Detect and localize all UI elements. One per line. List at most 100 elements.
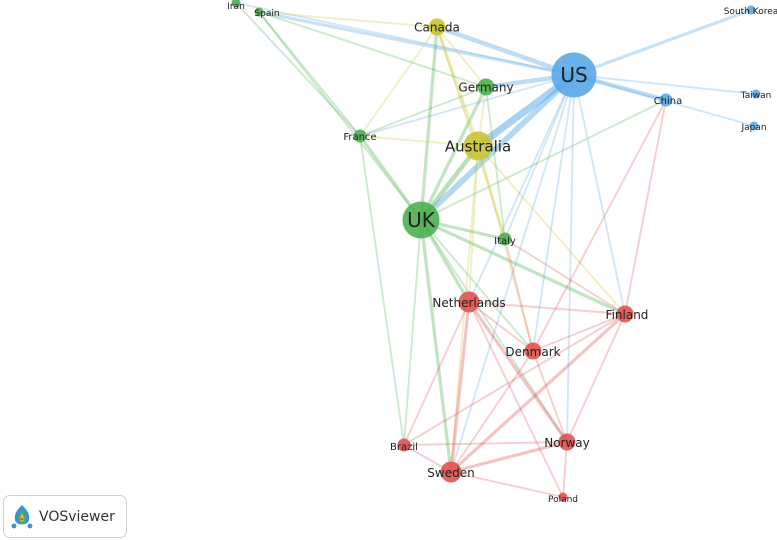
node-circle-italy[interactable] — [498, 232, 512, 246]
node-circle-germany[interactable] — [477, 78, 495, 96]
node-australia[interactable]: Australia — [445, 131, 511, 161]
link-denmark-finland — [532, 313, 626, 352]
node-circle-australia[interactable] — [463, 131, 493, 161]
vosviewer-label: VOSviewer — [39, 508, 115, 525]
link-netherlands-norway — [467, 300, 569, 444]
node-circle-france[interactable] — [353, 129, 367, 143]
node-label-australia: Australia — [445, 137, 511, 155]
link-netherlands-sweden — [449, 300, 471, 474]
node-label-norway: Norway — [544, 436, 590, 450]
link-netherlands-poland — [468, 301, 564, 498]
node-brazil[interactable]: Brazil — [390, 438, 418, 454]
node-label-canada: Canada — [414, 20, 460, 34]
node-circle-sweden[interactable] — [440, 461, 462, 483]
node-france[interactable]: France — [343, 129, 377, 144]
link-australia-finland — [477, 145, 626, 315]
node-spain[interactable]: Spain — [254, 7, 280, 20]
node-circle-japan[interactable] — [749, 121, 759, 131]
node-circle-finland[interactable] — [616, 305, 634, 323]
node-taiwan[interactable]: Taiwan — [740, 89, 772, 102]
link-us-netherlands — [468, 74, 575, 303]
link-canada-italy — [436, 26, 506, 240]
link-us-italy — [504, 74, 575, 240]
node-circle-south-korea[interactable] — [746, 5, 756, 15]
link-australia-denmark — [477, 145, 534, 352]
node-circle-brazil[interactable] — [397, 438, 411, 452]
link-australia-netherlands — [468, 145, 479, 303]
link-france-spain — [258, 11, 361, 137]
node-label-china: China — [654, 96, 683, 107]
link-us-finland — [573, 74, 626, 315]
node-circle-uk[interactable] — [402, 201, 440, 239]
node-label-south-korea: South Korea — [724, 7, 777, 17]
link-us-taiwan — [573, 74, 757, 95]
node-uk[interactable]: UK — [402, 201, 440, 239]
link-sweden-denmark — [450, 350, 534, 473]
node-label-italy: Italy — [494, 236, 516, 247]
node-circle-taiwan[interactable] — [751, 89, 761, 99]
node-label-spain: Spain — [254, 9, 279, 19]
node-canada[interactable]: Canada — [414, 18, 460, 36]
link-australia-italy — [477, 145, 506, 240]
link-germany-france — [359, 86, 487, 137]
node-japan[interactable]: Japan — [740, 121, 767, 134]
node-finland[interactable]: Finland — [606, 305, 649, 323]
node-iran[interactable]: Iran — [227, 0, 245, 12]
node-sweden[interactable]: Sweden — [427, 461, 475, 483]
link-norway-finland — [566, 313, 626, 443]
node-label-taiwan: Taiwan — [740, 91, 772, 101]
node-us[interactable]: US — [551, 52, 597, 98]
link-norway-poland — [562, 441, 568, 498]
link-us-south-korea — [572, 8, 753, 77]
node-label-germany: Germany — [458, 80, 513, 94]
node-denmark[interactable]: Denmark — [505, 342, 561, 360]
link-uk-spain — [258, 11, 422, 221]
node-label-brazil: Brazil — [390, 442, 418, 453]
link-uk-canada — [419, 25, 439, 222]
link-uk-brazil — [403, 219, 422, 446]
node-circle-spain[interactable] — [254, 7, 264, 17]
link-italy-finland — [504, 238, 626, 315]
node-label-iran: Iran — [227, 2, 245, 12]
link-us-norway — [566, 74, 575, 443]
link-china-denmark — [532, 99, 667, 352]
link-australia-france — [359, 135, 479, 147]
link-us-france — [359, 74, 575, 137]
link-sweden-finland — [449, 312, 627, 474]
node-south-korea[interactable]: South Korea — [724, 5, 777, 18]
node-circle-china[interactable] — [659, 93, 673, 107]
node-netherlands[interactable]: Netherlands — [432, 291, 506, 313]
node-label-sweden: Sweden — [427, 466, 474, 480]
node-circle-canada[interactable] — [428, 18, 446, 36]
node-label-netherlands: Netherlands — [432, 296, 505, 310]
node-circle-us[interactable] — [551, 52, 597, 98]
link-uk-sweden — [419, 218, 453, 474]
link-germany-italy — [485, 86, 506, 240]
node-italy[interactable]: Italy — [494, 232, 516, 248]
link-us-uk — [418, 72, 577, 223]
link-uk-norway — [420, 219, 568, 443]
link-us-spain — [257, 10, 576, 77]
node-germany[interactable]: Germany — [458, 78, 514, 96]
link-uk-germany — [419, 85, 488, 222]
link-canada-germany — [436, 26, 487, 88]
node-circle-iran[interactable] — [231, 0, 241, 8]
node-poland[interactable]: Poland — [548, 492, 578, 506]
vosviewer-logo-icon — [11, 504, 33, 528]
node-label-finland: Finland — [606, 308, 649, 322]
link-italy-denmark — [504, 238, 534, 352]
link-uk-finland — [419, 218, 627, 316]
node-china[interactable]: China — [654, 93, 683, 108]
link-brazil-norway — [403, 441, 568, 446]
node-circle-netherlands[interactable] — [458, 291, 480, 313]
node-circle-norway[interactable] — [558, 433, 576, 451]
vosviewer-badge[interactable]: VOSviewer — [3, 495, 127, 538]
node-norway[interactable]: Norway — [544, 433, 590, 451]
node-circle-denmark[interactable] — [524, 342, 542, 360]
link-australia-canada — [435, 25, 480, 148]
link-us-canada — [434, 24, 577, 78]
node-label-denmark: Denmark — [505, 345, 560, 359]
link-us-denmark — [532, 74, 575, 352]
node-circle-poland[interactable] — [558, 492, 568, 502]
